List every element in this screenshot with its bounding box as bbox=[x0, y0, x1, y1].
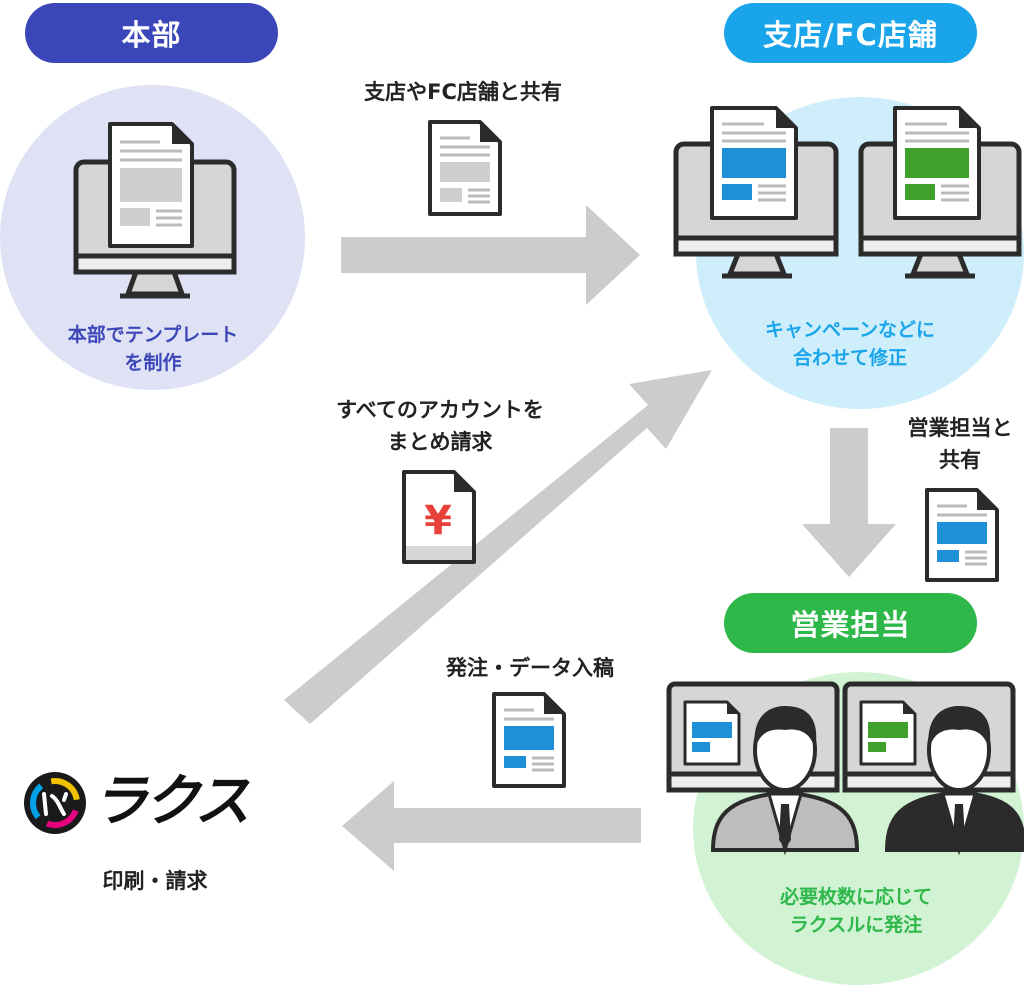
order-upload-label: 発注・データ入稿 bbox=[446, 656, 614, 680]
billing-label-line2: まとめ請求 bbox=[387, 429, 493, 454]
raksul-logo-wordmark: ラクスル bbox=[92, 769, 250, 834]
sales-staff-illustration bbox=[666, 681, 1024, 855]
branch-monitor-blue-icon bbox=[673, 106, 839, 279]
share-with-branch-label: 支店やFC店舗と共有 bbox=[364, 80, 562, 104]
share-with-sales-line2: 共有 bbox=[939, 447, 981, 472]
share-with-sales-label: 営業担当と 共有 bbox=[895, 413, 1024, 476]
branch-description: キャンペーンなどに 合わせて修正 bbox=[720, 317, 980, 372]
arrow-sales-to-raksul bbox=[342, 781, 641, 871]
sales-desc-line2: ラクスルに発注 bbox=[789, 913, 923, 936]
hq-title-text: 本部 bbox=[121, 18, 182, 52]
yen-symbol: ¥ bbox=[424, 498, 452, 544]
arrow-raksul-to-branch bbox=[284, 370, 712, 724]
invoice-doc-icon: ¥ bbox=[402, 470, 476, 564]
branch-desc-line2: 合わせて修正 bbox=[792, 346, 907, 369]
salesperson-left-icon bbox=[710, 706, 860, 855]
sales-desc-line1: 必要枚数に応じて bbox=[779, 886, 932, 908]
hq-title: 本部 bbox=[25, 3, 278, 63]
shared-template-doc-icon bbox=[428, 120, 502, 216]
billing-label-line1: すべてのアカウントを bbox=[336, 398, 544, 422]
raksul-description: 印刷・請求 bbox=[102, 869, 208, 893]
arrow-hq-to-branch bbox=[341, 205, 640, 305]
sales-title: 営業担当 bbox=[724, 593, 977, 653]
share-with-sales-line1: 営業担当と bbox=[907, 416, 1013, 440]
branch-monitor-green-icon bbox=[858, 106, 1022, 279]
arrow-branch-to-sales bbox=[802, 428, 896, 577]
hq-template-doc-icon bbox=[108, 122, 194, 248]
order-data-doc-icon bbox=[492, 692, 566, 788]
sales-title-text: 営業担当 bbox=[790, 608, 911, 642]
salesperson-right-icon bbox=[884, 706, 1024, 855]
hq-monitor-icon bbox=[73, 122, 237, 299]
hq-desc-line1: 本部でテンプレート bbox=[67, 324, 239, 346]
billing-label: すべてのアカウントを まとめ請求 bbox=[290, 395, 590, 458]
hq-description: 本部でテンプレート を制作 bbox=[25, 322, 281, 377]
branch-title: 支店/FC店舗 bbox=[724, 3, 977, 63]
branch-desc-line1: キャンペーンなどに bbox=[764, 319, 936, 341]
branch-title-text: 支店/FC店舗 bbox=[763, 18, 938, 52]
raksul-logo-mark-icon bbox=[24, 772, 86, 834]
sales-description: 必要枚数に応じて ラクスルに発注 bbox=[725, 884, 987, 939]
hq-desc-line2: を制作 bbox=[124, 351, 182, 374]
shared-edited-doc-icon bbox=[925, 488, 999, 582]
raksul-logo-text: ラクスル bbox=[92, 766, 292, 838]
